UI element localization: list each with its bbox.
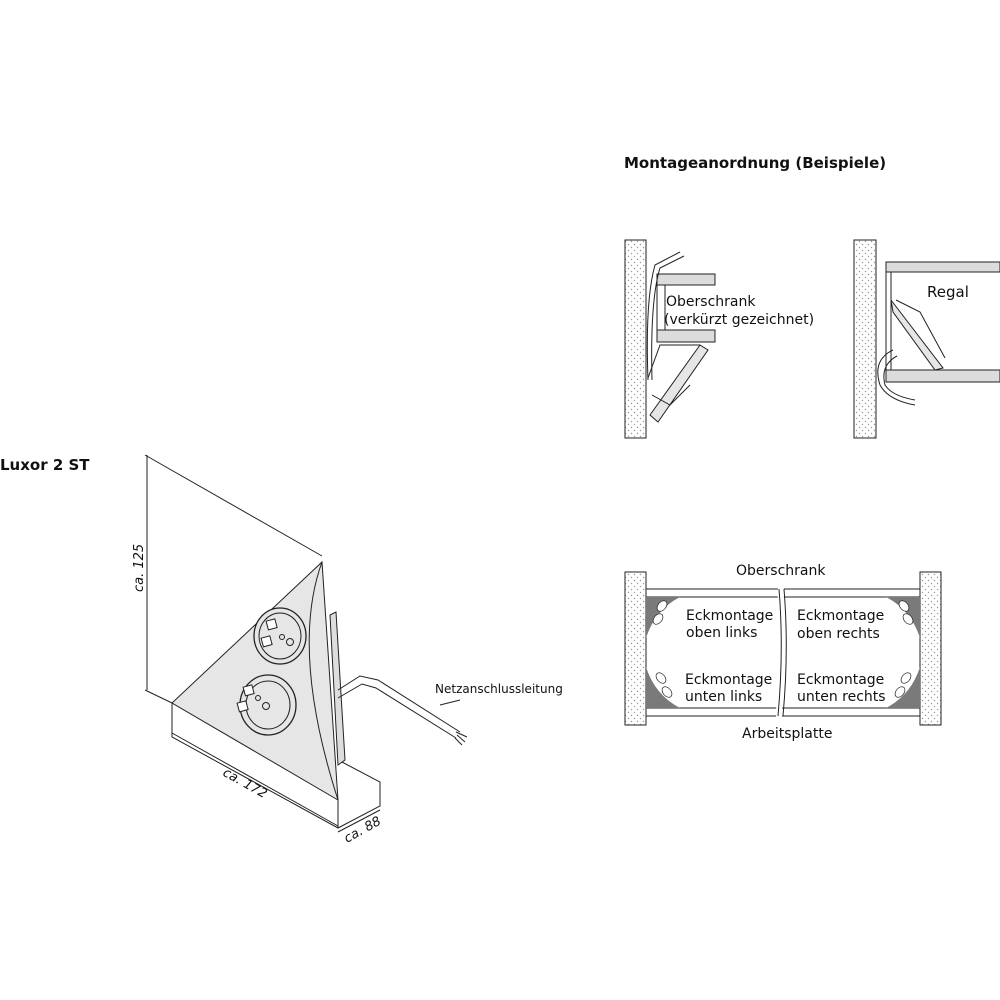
- cable-leader-line: [439, 699, 461, 706]
- corner-bottom-left-line2: unten links: [685, 689, 762, 705]
- corner-top-right-line2: oben rechts: [797, 626, 880, 642]
- wall-right: [919, 571, 942, 726]
- height-dimension-label: ca. 125: [132, 544, 147, 592]
- corner-top-left-line1: Eckmontage: [686, 608, 773, 624]
- socket-upper: [253, 607, 307, 665]
- corner-top-left-line2: oben links: [686, 625, 757, 641]
- example2-label: Regal: [927, 283, 969, 301]
- corner-bottom-right-line1: Eckmontage: [797, 672, 884, 688]
- example-shelf: Regal: [853, 239, 1000, 439]
- corner-bottom-label: Arbeitsplatte: [742, 726, 832, 742]
- corner-top-label: Oberschrank: [736, 563, 826, 579]
- example1-label-line1: Oberschrank: [666, 294, 756, 310]
- corner-top-right-line1: Eckmontage: [797, 608, 884, 624]
- wall-left: [624, 571, 647, 726]
- example-corner-mounting: Oberschrank Arbeitsplatte Eckmontage obe…: [624, 563, 942, 742]
- corner-shape-top-left: [646, 597, 680, 638]
- mounting-title: Montageanordnung (Beispiele): [624, 154, 886, 172]
- product-name: Luxor 2 ST: [0, 456, 90, 474]
- power-cable: [337, 675, 468, 746]
- corner-shape-bottom-right: [886, 667, 920, 708]
- width-dimension-label: ca. 172: [220, 765, 269, 801]
- dimension-height: ca. 125: [132, 454, 323, 704]
- example1-label-line2: (verkürzt gezeichnet): [664, 312, 814, 328]
- corner-bottom-left-line1: Eckmontage: [685, 672, 772, 688]
- back-plate: [329, 611, 346, 766]
- socket-lower: [236, 674, 297, 736]
- example-upper-cabinet: Oberschrank (verkürzt gezeichnet): [624, 239, 814, 439]
- wall: [624, 239, 647, 439]
- side-curve: [308, 561, 339, 801]
- base-box: [171, 703, 381, 829]
- product-drawing: Netzanschlussleitung ca. 125 ca. 172 ca.…: [132, 454, 563, 846]
- corner-shape-bottom-left: [646, 667, 680, 708]
- corner-bottom-right-line2: unten rechts: [797, 689, 886, 705]
- cable-label: Netzanschlussleitung: [435, 682, 563, 696]
- wall: [853, 239, 877, 439]
- corner-shape-top-right: [886, 597, 920, 638]
